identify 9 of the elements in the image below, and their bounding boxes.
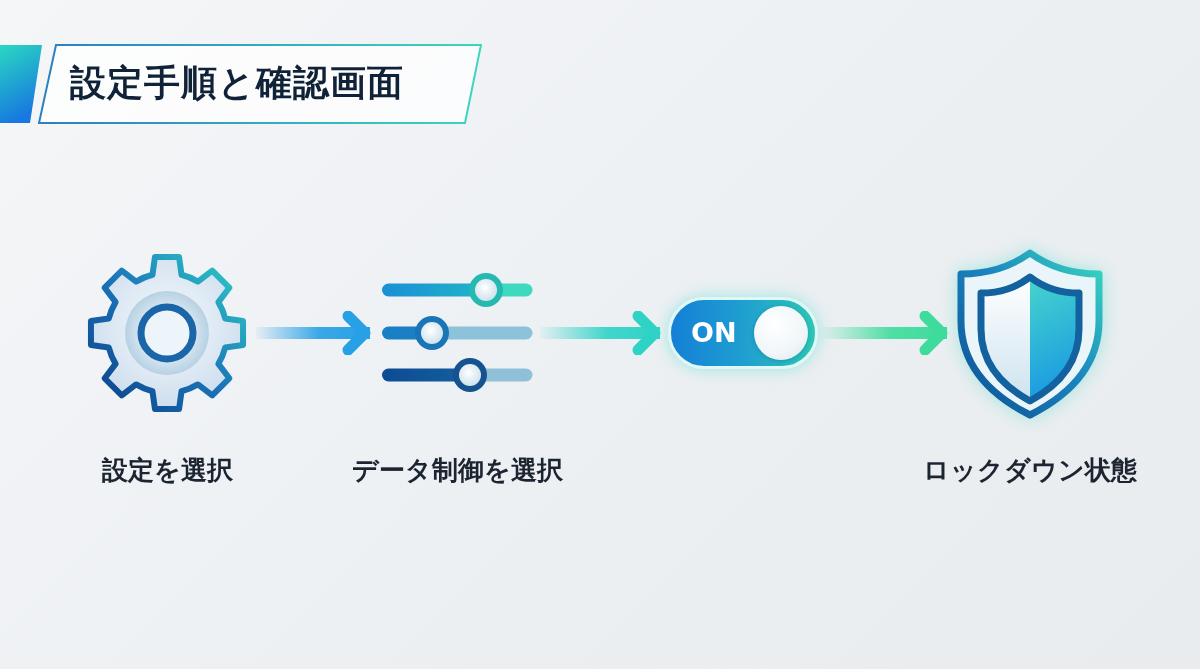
title: 設定手順と確認画面 bbox=[70, 61, 404, 105]
arrow bbox=[822, 310, 948, 356]
toggle-switch: ON bbox=[668, 297, 818, 369]
step-caption: データ制御を選択 bbox=[351, 454, 563, 487]
arrow bbox=[256, 310, 371, 356]
step-caption: ロックダウン状態 bbox=[923, 454, 1137, 487]
step-caption: 設定を選択 bbox=[101, 454, 233, 487]
shield-icon bbox=[955, 247, 1105, 419]
arrow bbox=[540, 310, 661, 356]
